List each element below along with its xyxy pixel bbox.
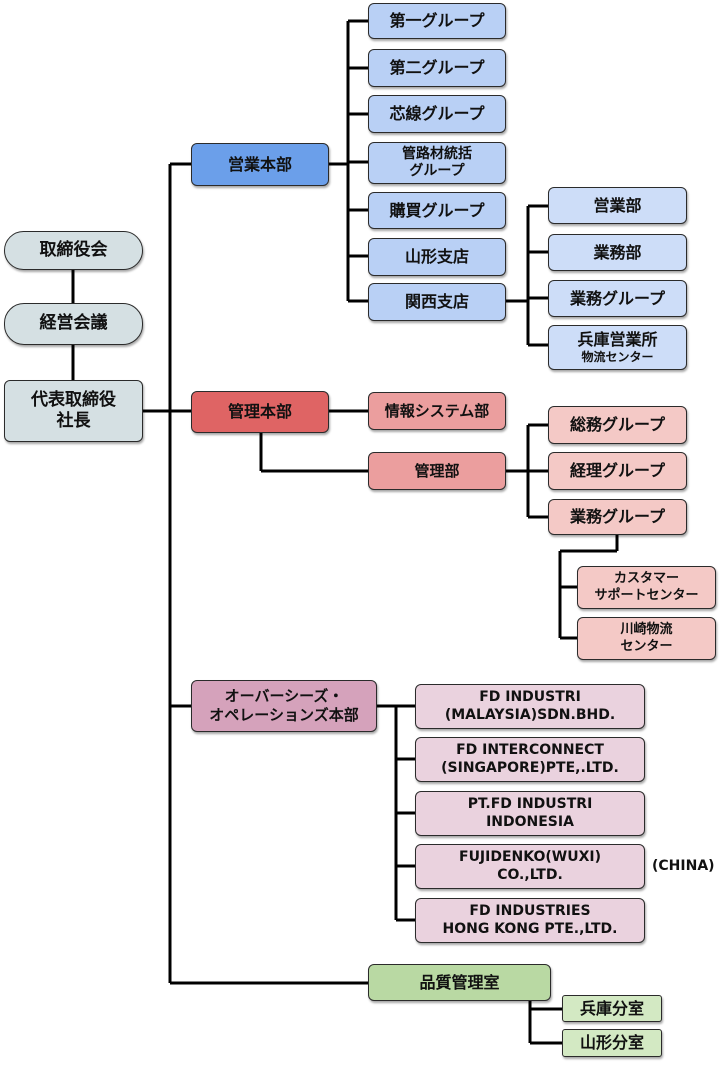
purchasing-group-label: 購買グループ: [389, 200, 485, 220]
kansai-branch-label: 関西支店: [404, 292, 469, 311]
hongkong-line2: HONG KONG PTE.,LTD.: [442, 920, 618, 937]
kansai-business-dept-label: 業務部: [593, 242, 642, 262]
indonesia-line2: INDONESIA: [486, 813, 574, 830]
management-meeting-box: 経営会議: [4, 303, 143, 345]
group2-box: 第二グループ: [368, 49, 506, 87]
purchasing-group-box: 購買グループ: [368, 192, 506, 229]
yamagata-branch-office-label: 山形分室: [579, 1033, 644, 1052]
sales-hq-box: 営業本部: [191, 143, 329, 186]
malaysia-box: FD INDUSTRI (MALAYSIA)SDN.BHD.: [415, 684, 645, 729]
kawasaki-line1: 川崎物流: [620, 622, 673, 638]
president-title-label: 代表取締役: [31, 389, 116, 410]
singapore-line1: FD INTERCONNECT: [456, 742, 604, 758]
it-dept-label: 情報システム部: [384, 401, 490, 420]
hongkong-line1: FD INDUSTRIES: [469, 903, 591, 919]
hyogo-branch-office-label: 兵庫分室: [579, 998, 644, 1018]
yamagata-branch-box: 山形支店: [368, 238, 506, 276]
yamagata-branch-office-box: 山形分室: [562, 1029, 662, 1057]
malaysia-line1: FD INDUSTRI: [479, 689, 581, 705]
core-wire-group-box: 芯線グループ: [368, 95, 506, 133]
sales-hq-label: 営業本部: [227, 154, 292, 174]
president-box: 代表取締役 社長: [4, 380, 143, 442]
kansai-branch-box: 関西支店: [368, 283, 506, 321]
hyogo-line1: 兵庫営業所: [577, 330, 658, 349]
indonesia-box: PT.FD INDUSTRI INDONESIA: [415, 791, 645, 836]
quality-control-office-label: 品質管理室: [419, 972, 500, 992]
malaysia-line2: (MALAYSIA)SDN.BHD.: [444, 706, 616, 723]
kansai-sales-dept-box: 営業部: [548, 187, 687, 224]
indonesia-line1: PT.FD INDUSTRI: [467, 796, 593, 812]
hongkong-box: FD INDUSTRIES HONG KONG PTE.,LTD.: [415, 898, 645, 943]
admin-hq-box: 管理本部: [191, 391, 329, 433]
board-label: 取締役会: [39, 239, 108, 260]
wuxi-line1: FUJIDENKO(WUXI): [459, 849, 601, 865]
hyogo-sales-office-box: 兵庫営業所 物流センター: [548, 325, 687, 370]
accounting-group-box: 経理グループ: [548, 452, 687, 490]
overseas-hq-line1: オーバーシーズ・: [224, 687, 344, 706]
overseas-hq-line2: オペレーションズ本部: [209, 706, 359, 724]
group1-label: 第一グループ: [389, 11, 485, 30]
kawasaki-logistics-center-box: 川崎物流 センター: [577, 617, 716, 660]
admin-business-group-label: 業務グループ: [569, 507, 666, 526]
group2-label: 第二グループ: [389, 58, 485, 77]
wuxi-country-label: (CHINA): [652, 858, 715, 874]
wuxi-box: FUJIDENKO(WUXI) CO.,LTD.: [415, 844, 645, 889]
yamagata-branch-label: 山形支店: [404, 247, 469, 266]
accounting-group-label: 経理グループ: [569, 461, 666, 480]
customer-support-center-box: カスタマー サポートセンター: [577, 566, 716, 609]
pipe-material-line1: 管路材統括: [402, 145, 472, 162]
admin-dept-box: 管理部: [368, 452, 506, 490]
admin-business-group-box: 業務グループ: [548, 499, 687, 535]
admin-dept-label: 管理部: [414, 461, 460, 480]
singapore-box: FD INTERCONNECT (SINGAPORE)PTE,.LTD.: [415, 737, 645, 782]
pipe-material-group-box: 管路材統括 グループ: [368, 142, 506, 184]
it-dept-box: 情報システム部: [368, 392, 506, 430]
customer-support-line2: サポートセンター: [594, 587, 699, 603]
management-meeting-label: 経営会議: [39, 313, 108, 334]
core-wire-group-label: 芯線グループ: [389, 104, 485, 123]
group1-box: 第一グループ: [368, 3, 506, 39]
hyogo-line2: 物流センター: [581, 350, 654, 364]
kansai-business-group-label: 業務グループ: [569, 288, 666, 308]
kansai-business-dept-box: 業務部: [548, 234, 687, 271]
customer-support-line1: カスタマー: [613, 571, 679, 587]
kansai-sales-dept-label: 営業部: [593, 195, 642, 215]
board-of-directors-box: 取締役会: [4, 231, 143, 270]
wuxi-line2: CO.,LTD.: [497, 866, 563, 883]
general-affairs-group-box: 総務グループ: [548, 406, 687, 444]
overseas-hq-box: オーバーシーズ・ オペレーションズ本部: [191, 680, 377, 732]
quality-control-office-box: 品質管理室: [368, 964, 551, 1001]
president-label: 社長: [56, 411, 91, 431]
singapore-line2: (SINGAPORE)PTE,.LTD.: [441, 759, 619, 776]
kansai-business-group-box: 業務グループ: [548, 280, 687, 317]
kawasaki-line2: センター: [620, 638, 673, 654]
pipe-material-line2: グループ: [409, 163, 465, 179]
admin-hq-label: 管理本部: [227, 402, 292, 421]
general-affairs-group-label: 総務グループ: [569, 415, 666, 434]
hyogo-branch-office-box: 兵庫分室: [562, 995, 662, 1022]
